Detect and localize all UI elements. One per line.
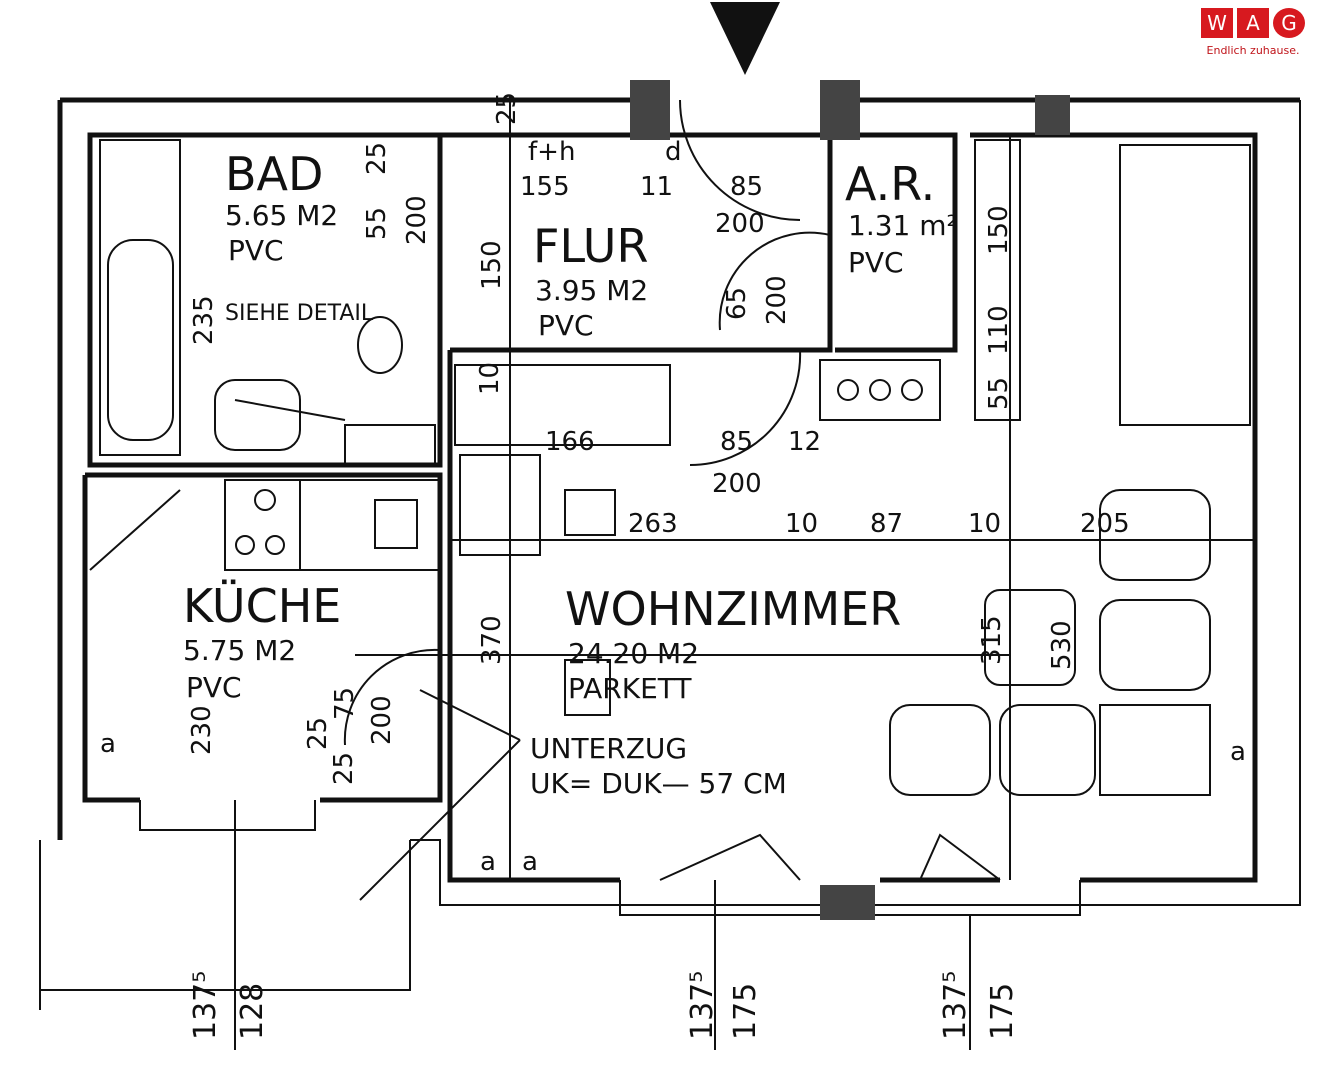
room-area-kueche: 5.75 M2 [183,634,296,667]
logo-tagline: Endlich zuhause. [1206,44,1300,57]
room-name-wohnzimmer: WOHNZIMMER [565,582,901,636]
dim-label: 150 [477,240,507,290]
dim-label: 75 [330,687,360,720]
a-mark: a [100,729,116,759]
dim-label: 315 [977,615,1007,665]
room-name-flur: FLUR [533,219,648,273]
note-siehe-detail: SIEHE DETAIL [225,301,374,326]
dim-label: 25 [492,92,522,125]
room-area-ar: 1.31 m² [848,209,958,242]
note-unterzug: UNTERZUG [530,732,687,765]
dim-label: 25 [362,142,392,175]
dim-label: 87 [870,509,903,539]
dim-label: 110 [984,305,1014,355]
dim-label: 200 [402,195,432,245]
wag-logo: W A G Endlich zuhause. [1198,8,1308,57]
window-height: 175 [985,983,1020,1040]
room-name-bad: BAD [225,147,323,201]
window-sill-height: 137⁵ [938,971,973,1040]
note-fh: f+h [528,137,575,167]
dim-label: 150 [984,205,1014,255]
note-uk: UK= DUK— 57 CM [530,767,787,800]
room-floor-ar: PVC [848,246,904,279]
window-sill-height: 137⁵ [685,971,720,1040]
dim-label: 230 [187,705,217,755]
logo-letter: A [1237,8,1269,38]
a-mark: a [1230,737,1246,767]
room-floor-kueche: PVC [186,671,242,704]
dim-label: 10 [475,362,505,395]
room-area-wohnzimmer: 24.20 M2 [568,637,699,670]
logo-letter: G [1273,8,1305,38]
window-height: 128 [235,983,270,1040]
dim-label: 10 [968,509,1001,539]
a-mark: a [480,847,496,877]
a-mark: a [522,847,538,877]
dim-label: 530 [1047,620,1077,670]
room-floor-wohnzimmer: PARKETT [568,672,692,705]
dim-label: 65 [722,287,752,320]
dim-label: 85 [730,172,763,202]
dim-label: 11 [640,172,673,202]
room-floor-flur: PVC [538,309,594,342]
entrance-arrow-icon [710,2,780,75]
dim-label: 200 [712,469,762,499]
dim-label: 263 [628,509,678,539]
window-sill-height: 137⁵ [188,971,223,1040]
room-floor-bad: PVC [228,234,284,267]
dim-label: 235 [189,295,219,345]
dim-label: 200 [367,695,397,745]
dim-label: 55 [984,377,1014,410]
dim-label: 155 [520,172,570,202]
dim-label: 166 [545,427,595,457]
window-height: 175 [728,983,763,1040]
fixtures [89,99,1251,901]
room-area-flur: 3.95 M2 [535,274,648,307]
dim-label: 25 [329,752,359,785]
dim-label: 55 [362,207,392,240]
room-area-bad: 5.65 M2 [225,199,338,232]
dim-label: 12 [788,427,821,457]
dim-label: 10 [785,509,818,539]
dimension-lines [234,800,971,1050]
room-name-ar: A.R. [845,157,935,211]
dim-label: 370 [477,615,507,665]
dim-label: 200 [715,209,765,239]
dim-label: 25 [303,717,333,750]
dim-label: 205 [1080,509,1130,539]
note-d: d [665,137,682,167]
room-name-kueche: KÜCHE [183,579,341,633]
dim-label: 200 [762,275,792,325]
logo-letter: W [1201,8,1233,38]
dim-label: 85 [720,427,753,457]
